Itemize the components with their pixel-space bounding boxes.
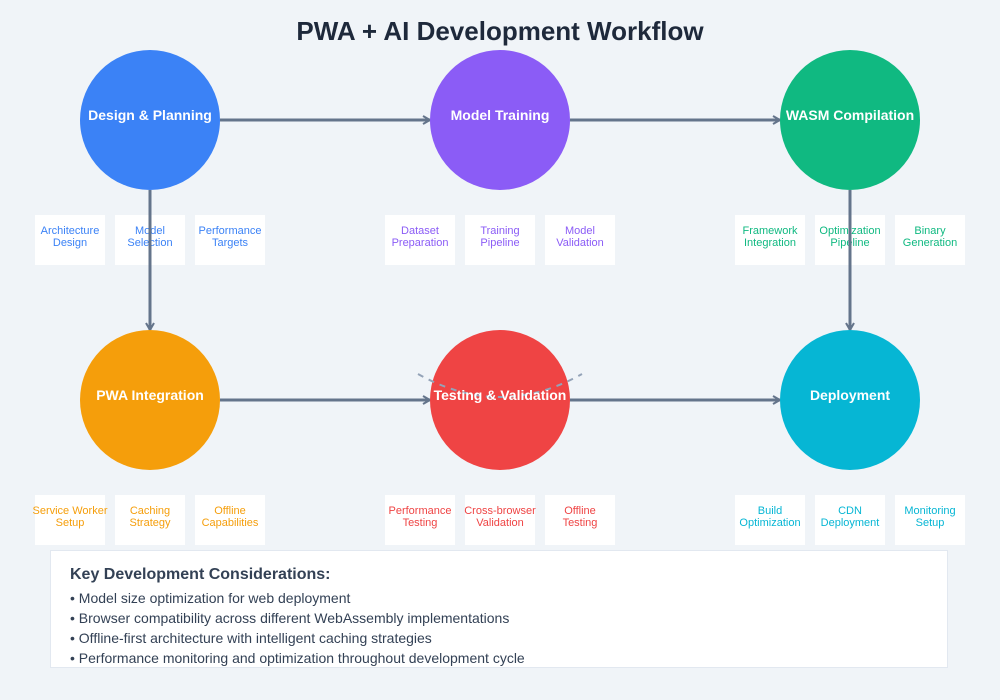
task-label: Integration — [744, 237, 796, 249]
connections — [150, 120, 850, 400]
stage-node-wasm — [780, 50, 920, 190]
stage-node-design — [80, 50, 220, 190]
task-box-bg — [385, 495, 455, 545]
consideration-item: Performance monitoring and optimization … — [70, 648, 928, 668]
stage-label-testing: Testing & Validation — [434, 387, 567, 403]
task-box-bg — [35, 495, 105, 545]
task-label: Cross-browser — [464, 505, 536, 517]
stage-node-training — [430, 50, 570, 190]
task-box-bg — [115, 495, 185, 545]
task-label: Capabilities — [202, 517, 259, 529]
task-box-bg — [735, 495, 805, 545]
task-label: Offline — [564, 505, 596, 517]
task-label: CDN — [838, 505, 862, 517]
task-label: Monitoring — [904, 505, 955, 517]
stage-label-pwa: PWA Integration — [96, 387, 204, 403]
task-box-bg — [465, 215, 535, 265]
task-label: Architecture — [41, 225, 100, 237]
consideration-item: Offline-first architecture with intellig… — [70, 628, 928, 648]
stage-nodes — [80, 50, 920, 470]
consideration-item: Browser compatibility across different W… — [70, 608, 928, 628]
feedback-connections — [417, 373, 583, 398]
task-label: Testing — [563, 517, 598, 529]
task-label: Performance — [199, 225, 262, 237]
task-label: Caching — [130, 505, 170, 517]
task-label: Generation — [903, 237, 957, 249]
task-box-bg — [895, 495, 965, 545]
stage-label-deployment: Deployment — [810, 387, 890, 403]
task-label: Testing — [403, 517, 438, 529]
task-box-bg — [545, 215, 615, 265]
stage-node-testing — [430, 330, 570, 470]
stage-label-wasm: WASM Compilation — [786, 107, 914, 123]
task-label: Validation — [556, 237, 604, 249]
task-label: Binary — [914, 225, 946, 237]
task-label: Setup — [56, 517, 85, 529]
task-box-bg — [465, 495, 535, 545]
task-label: Performance — [389, 505, 452, 517]
task-label: Dataset — [401, 225, 439, 237]
task-label: Design — [53, 237, 87, 249]
stage-label-training: Model Training — [451, 107, 550, 123]
task-label: Model — [565, 225, 595, 237]
task-label: Strategy — [130, 517, 171, 529]
task-label: Validation — [476, 517, 524, 529]
considerations-list: Model size optimization for web deployme… — [70, 588, 928, 668]
task-label: Optimization — [739, 517, 800, 529]
considerations-panel: Key Development Considerations: Model si… — [50, 550, 948, 668]
task-label: Training — [480, 225, 519, 237]
task-box-bg — [195, 495, 265, 545]
task-label: Targets — [212, 237, 249, 249]
feedback-training-to-testing — [417, 373, 583, 398]
task-label: Pipeline — [480, 237, 519, 249]
task-box-bg — [815, 495, 885, 545]
task-label: Service Worker — [33, 505, 108, 517]
task-label: Setup — [916, 517, 945, 529]
task-label: Framework — [742, 225, 798, 237]
task-box-bg — [195, 215, 265, 265]
task-label: Deployment — [821, 517, 880, 529]
stage-label-design: Design & Planning — [88, 107, 212, 123]
task-label: Build — [758, 505, 782, 517]
task-label: Offline — [214, 505, 246, 517]
task-label: Preparation — [392, 237, 449, 249]
consideration-item: Model size optimization for web deployme… — [70, 588, 928, 608]
task-box-bg — [385, 215, 455, 265]
task-box-bg — [545, 495, 615, 545]
stage-node-pwa — [80, 330, 220, 470]
task-box-bg — [895, 215, 965, 265]
considerations-heading: Key Development Considerations: — [70, 566, 331, 583]
diagram-title: PWA + AI Development Workflow — [296, 16, 704, 46]
task-box-bg — [735, 215, 805, 265]
task-box-bg — [35, 215, 105, 265]
stage-node-deployment — [780, 330, 920, 470]
